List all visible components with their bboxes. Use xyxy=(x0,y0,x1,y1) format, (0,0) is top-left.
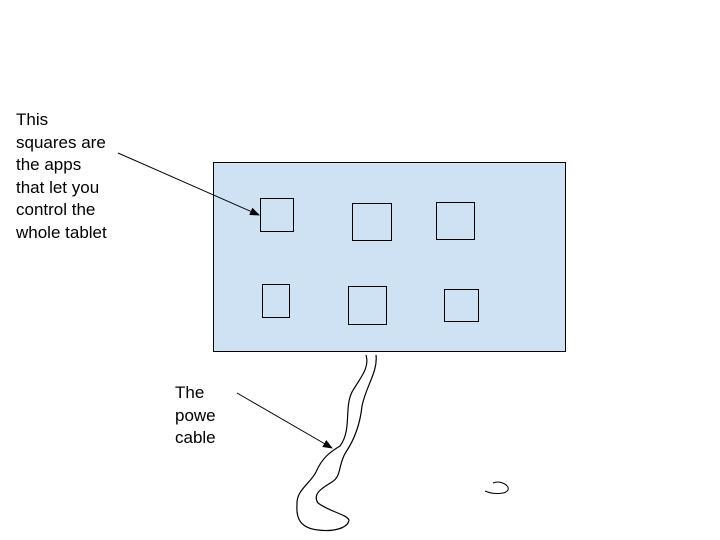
app-square-3 xyxy=(436,202,475,240)
cable-annotation-label: The powe cable xyxy=(175,383,216,447)
app-square-5 xyxy=(348,286,387,325)
apps-annotation-label: This squares are the apps that let you c… xyxy=(16,110,107,242)
stray-scribble xyxy=(484,481,509,494)
power-cable xyxy=(296,354,377,532)
app-square-4 xyxy=(262,284,290,318)
app-square-6 xyxy=(444,289,479,322)
apps-pointer-arrow xyxy=(117,152,260,216)
cable-pointer-arrow xyxy=(236,392,333,449)
tablet-body xyxy=(213,162,566,352)
app-square-1 xyxy=(260,198,294,232)
app-square-2 xyxy=(352,203,392,241)
